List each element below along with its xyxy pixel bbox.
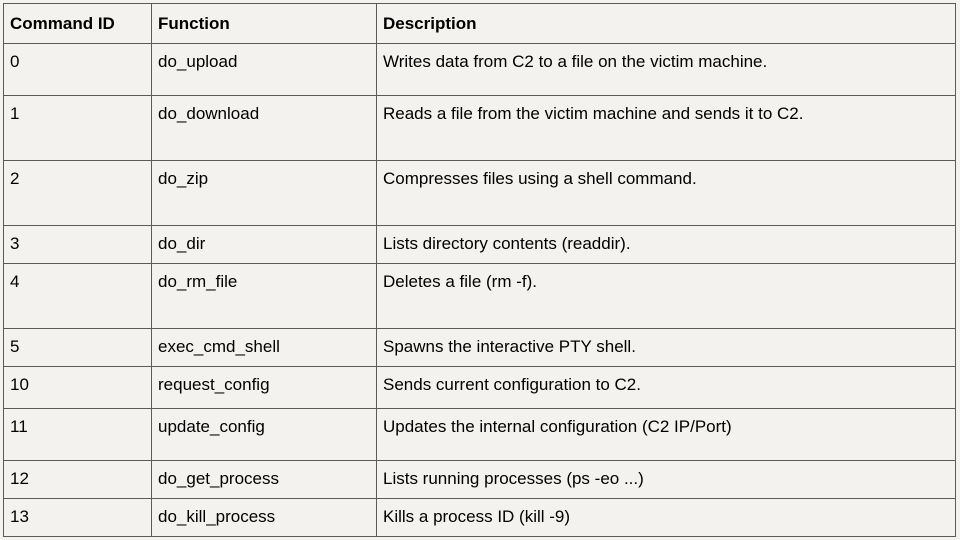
table-row: 10 request_config Sends current configur… [3, 366, 956, 409]
cell-description: Kills a process ID (kill -9) [376, 498, 956, 537]
cell-command-id: 13 [3, 498, 152, 537]
table-row: 0 do_upload Writes data from C2 to a fil… [3, 43, 956, 96]
cell-description: Spawns the interactive PTY shell. [376, 328, 956, 367]
cell-description: Deletes a file (rm -f). [376, 263, 956, 329]
cell-function: do_zip [151, 160, 377, 226]
cell-command-id: 4 [3, 263, 152, 329]
cell-function: update_config [151, 408, 377, 461]
cell-function: exec_cmd_shell [151, 328, 377, 367]
table-header: Command ID Function Description [3, 3, 956, 44]
header-description: Description [376, 3, 956, 44]
cell-function: do_get_process [151, 460, 377, 499]
header-command-id: Command ID [3, 3, 152, 44]
table-row: 2 do_zip Compresses files using a shell … [3, 160, 956, 226]
cell-description: Writes data from C2 to a file on the vic… [376, 43, 956, 96]
cell-command-id: 0 [3, 43, 152, 96]
cell-function: do_dir [151, 225, 377, 264]
cell-command-id: 12 [3, 460, 152, 499]
cell-command-id: 10 [3, 366, 152, 409]
cell-description: Lists running processes (ps -eo ...) [376, 460, 956, 499]
cell-command-id: 3 [3, 225, 152, 264]
table-body: 0 do_upload Writes data from C2 to a fil… [3, 43, 956, 537]
cell-command-id: 5 [3, 328, 152, 367]
header-function: Function [151, 3, 377, 44]
header-row: Command ID Function Description [3, 3, 956, 44]
cell-description: Reads a file from the victim machine and… [376, 95, 956, 161]
cell-description: Compresses files using a shell command. [376, 160, 956, 226]
cell-command-id: 1 [3, 95, 152, 161]
table-row: 5 exec_cmd_shell Spawns the interactive … [3, 328, 956, 367]
table-row: 4 do_rm_file Deletes a file (rm -f). [3, 263, 956, 329]
table-row: 11 update_config Updates the internal co… [3, 408, 956, 461]
cell-description: Updates the internal configuration (C2 I… [376, 408, 956, 461]
table-row: 12 do_get_process Lists running processe… [3, 460, 956, 499]
command-table: Command ID Function Description 0 do_upl… [3, 3, 956, 537]
cell-description: Lists directory contents (readdir). [376, 225, 956, 264]
cell-command-id: 2 [3, 160, 152, 226]
cell-function: do_download [151, 95, 377, 161]
cell-function: request_config [151, 366, 377, 409]
table-row: 3 do_dir Lists directory contents (readd… [3, 225, 956, 264]
cell-command-id: 11 [3, 408, 152, 461]
table-row: 13 do_kill_process Kills a process ID (k… [3, 498, 956, 537]
cell-function: do_upload [151, 43, 377, 96]
cell-function: do_rm_file [151, 263, 377, 329]
cell-function: do_kill_process [151, 498, 377, 537]
table-row: 1 do_download Reads a file from the vict… [3, 95, 956, 161]
cell-description: Sends current configuration to C2. [376, 366, 956, 409]
